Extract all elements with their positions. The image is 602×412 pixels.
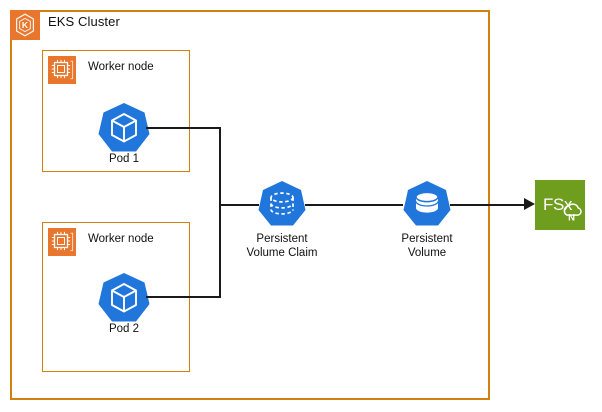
svg-text:K: K [22,20,29,30]
worker-node-1-label: Worker node [88,61,154,73]
pv-label: Persistent Volume [342,232,512,260]
worker-node-cpu-icon [48,56,76,84]
pv-label-line1: Persistent [401,233,453,245]
pvc-label-line1: Persistent [256,233,308,245]
worker-node-1-container [42,50,190,172]
svg-text:FSx: FSx [543,195,573,214]
kubernetes-pv-icon [400,178,454,232]
arrow-head-icon [524,198,535,210]
connector-vertical-bus [219,127,221,298]
connector-pv-to-fsx [450,204,528,206]
pvc-label: Persistent Volume Claim [222,232,342,260]
kubernetes-pvc-icon [255,178,309,232]
connector-pod2-to-bus [146,296,221,298]
connector-bus-to-pvc [219,204,259,206]
eks-cluster-label: EKS Cluster [48,14,120,29]
kubernetes-pod-icon [95,270,153,328]
pod-2-label: Pod 2 [108,323,140,335]
pod-1-label: Pod 1 [108,153,140,165]
kubernetes-pod-icon [95,100,153,158]
pv-label-line2: Volume [407,247,447,259]
fsx-netapp-ontap-icon: FSx N [535,180,585,230]
svg-text:N: N [568,213,575,224]
connector-pod1-to-bus [146,127,221,129]
pvc-label-line2: Volume Claim [246,247,318,259]
worker-node-cpu-icon [48,228,76,256]
connector-pvc-to-pv [305,204,403,206]
worker-node-2-label: Worker node [88,233,154,245]
eks-icon: K [10,10,40,40]
